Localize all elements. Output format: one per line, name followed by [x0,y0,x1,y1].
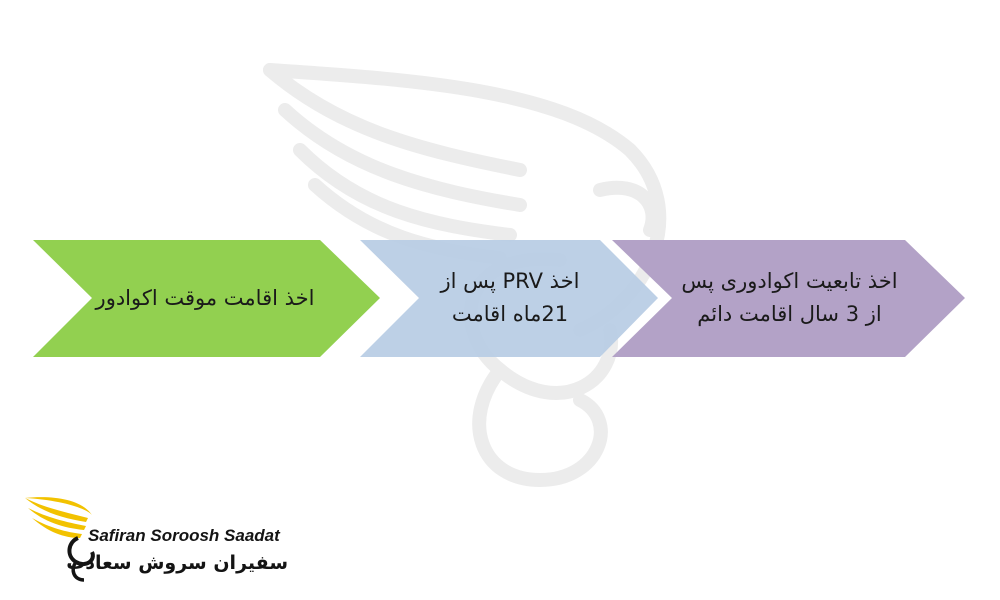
step-3-line-2: از 3 سال اقامت دائم [697,302,882,326]
step-3-line-1: اخذ تابعیت اکوادوری پس [681,269,898,293]
step-2-label: اخذ PRV پس از 21ماه اقامت [420,258,600,338]
brand-logo [25,497,95,582]
wing-logo-icon [25,497,95,582]
brand-name-latin: Safiran Soroosh Saadat [88,526,280,545]
brand-name-persian: سفیران سروش سعادت [66,552,288,574]
step-1-line-1: اخذ اقامت موقت اکوادور [95,285,315,310]
step-arrow-1 [33,240,380,357]
step-1-label: اخذ اقامت موقت اکوادور [95,258,315,338]
step-2-line-1: اخذ PRV پس از [440,269,580,293]
step-arrow-3 [612,240,965,357]
step-3-label: اخذ تابعیت اکوادوری پس از 3 سال اقامت دا… [672,258,907,338]
step-2-line-2: 21ماه اقامت [451,302,569,326]
step-arrow-2 [360,240,658,357]
